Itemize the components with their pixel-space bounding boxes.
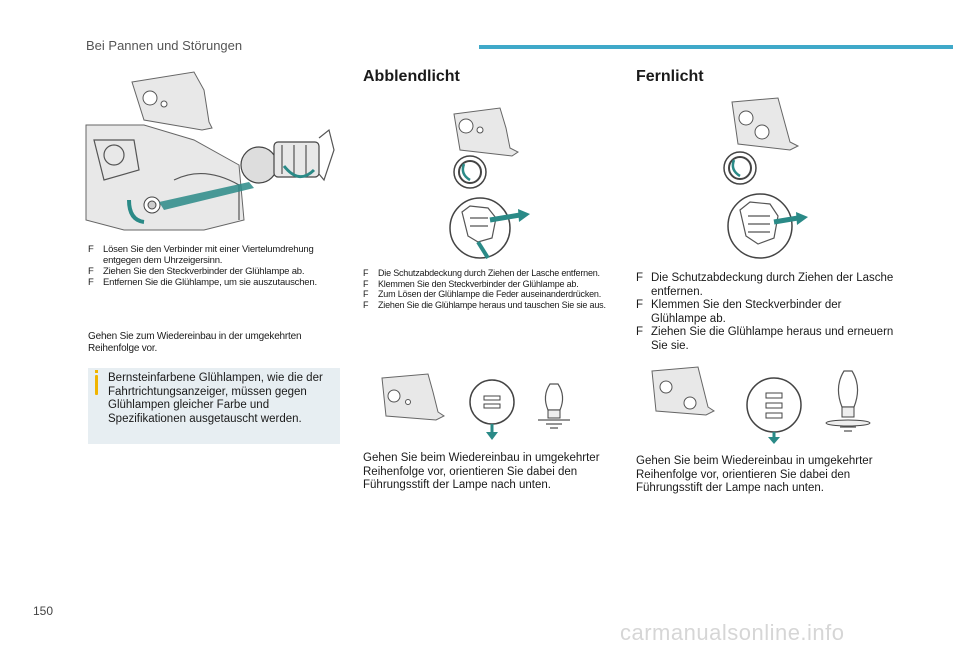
low-beam-illustration <box>449 107 530 260</box>
section-title-abblendlicht: Abblendlicht <box>363 68 460 85</box>
high-beam-bulb-orientation-illustration <box>651 366 871 444</box>
info-box: Bernsteinfarbene Glühlampen, wie die der… <box>88 368 340 444</box>
high-beam-illustration <box>723 97 808 259</box>
page-header-title: Bei Pannen und Störungen <box>86 38 243 53</box>
headlamp-unit-illustration <box>85 71 335 231</box>
arrow-icon <box>486 432 498 440</box>
header-accent-bar <box>479 45 953 49</box>
info-icon <box>95 370 98 395</box>
arrow-icon <box>768 437 780 444</box>
section-title-fernlicht: Fernlicht <box>636 68 704 85</box>
low-beam-bulb-orientation-illustration <box>381 373 570 440</box>
col3-reinstall-note: Gehen Sie beim Wiedereinbau in umgekehrt… <box>636 455 873 494</box>
info-box-text: Bernsteinfarbene Glühlampen, wie die der… <box>108 372 323 425</box>
page-number: 150 <box>33 604 54 618</box>
col1-reinstall-note: Gehen Sie zum Wiedereinbau in der umgeke… <box>88 331 302 354</box>
col2-reinstall-note: Gehen Sie beim Wiedereinbau in umgekehrt… <box>363 452 600 491</box>
footer-watermark: carmanualsonline.info <box>620 620 845 645</box>
